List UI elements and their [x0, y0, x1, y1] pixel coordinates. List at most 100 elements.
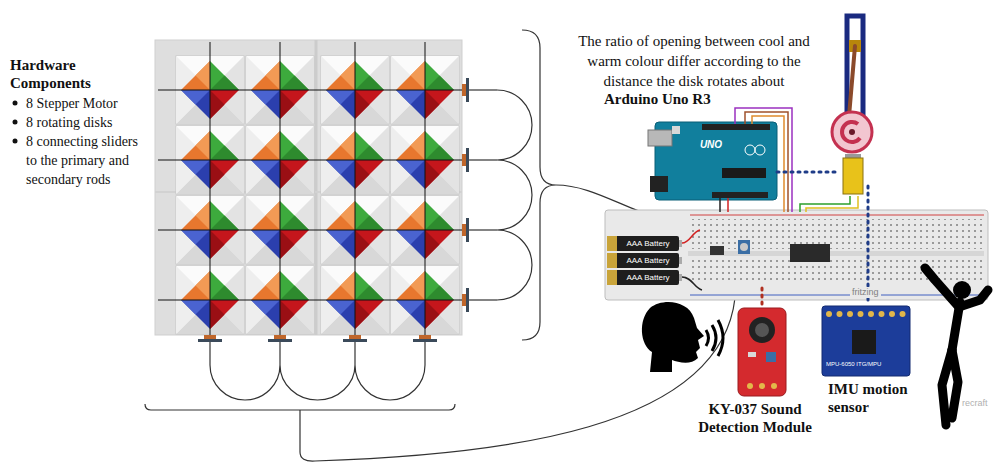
- list-item: 8 connecting sliders to the primary and …: [26, 132, 144, 189]
- imu-board: [822, 306, 910, 376]
- breadboard: [738, 240, 750, 254]
- slider: [268, 339, 292, 342]
- battery-pack: [607, 253, 617, 268]
- imu-board: [868, 311, 874, 317]
- sound-module: [748, 352, 756, 357]
- arduino-board: [648, 130, 672, 146]
- rod: [280, 42, 281, 335]
- wire: [745, 112, 788, 212]
- sound-module: [771, 383, 777, 389]
- imu-board: [837, 311, 843, 317]
- wire: [300, 298, 735, 461]
- imu-board: [852, 330, 876, 354]
- slider: [198, 335, 437, 342]
- speaking-head: [642, 302, 723, 372]
- sound-module: [755, 323, 769, 337]
- battery-pack: [679, 274, 682, 281]
- slider: [466, 78, 469, 102]
- disk-mechanism: [843, 158, 863, 194]
- arduino-board: [655, 122, 777, 200]
- disk-mechanism: [849, 129, 855, 135]
- slider: [462, 78, 469, 312]
- wire: [354, 342, 355, 365]
- battery-pack: [679, 257, 682, 264]
- slider: [466, 218, 469, 242]
- arduino-board: [712, 192, 768, 198]
- breadboard: [740, 243, 748, 251]
- wire: [469, 299, 497, 300]
- rod: [158, 42, 462, 335]
- annotation-note: The ratio of opening between cool and wa…: [563, 31, 825, 91]
- breadboard: [605, 210, 988, 300]
- signal-link: [762, 172, 868, 306]
- board-marking: UNO: [692, 139, 730, 151]
- battery-pack: [607, 270, 679, 285]
- dancer-silhouette: [952, 350, 958, 418]
- imu-board: [858, 311, 864, 317]
- sound-module: [749, 317, 775, 343]
- slider: [462, 224, 466, 236]
- arduino-board: [722, 168, 766, 178]
- sound-module: [738, 308, 786, 396]
- software-watermark: fritzing: [850, 287, 881, 298]
- rod: [158, 300, 462, 301]
- list-item: 8 rotating disks: [26, 113, 144, 132]
- dancer-silhouette: [962, 290, 988, 306]
- arduino-board: [745, 145, 755, 155]
- rod: [158, 160, 462, 161]
- wire: [469, 229, 497, 230]
- sound-module: [747, 383, 753, 389]
- battery-label: AAA Battery: [619, 271, 677, 284]
- pyramid-panel: [155, 40, 462, 335]
- board-title: Arduino Uno R3: [604, 90, 744, 108]
- dancer-silhouette: [925, 268, 958, 306]
- pyramid-panel: [155, 40, 462, 335]
- battery-pack: [607, 236, 679, 251]
- watermark: recraft: [962, 398, 988, 409]
- wire: [522, 30, 556, 340]
- battery-pack: [679, 240, 682, 247]
- arduino-board: [650, 176, 668, 192]
- dancer-silhouette: [953, 281, 971, 299]
- battery-pack: [607, 236, 617, 251]
- wire: [469, 89, 497, 90]
- breadboard: [690, 295, 984, 296]
- component-label: KY-037 Sound Detection Module: [688, 400, 822, 436]
- battery-pack: [607, 253, 679, 268]
- wire: [279, 342, 280, 365]
- wire: [735, 108, 792, 212]
- slider: [466, 148, 469, 172]
- wire: [727, 198, 729, 212]
- sound-module: [766, 352, 776, 362]
- signal-link: [761, 288, 764, 306]
- wire: [424, 342, 425, 365]
- slider: [198, 339, 222, 342]
- rod: [425, 42, 426, 335]
- arduino-board: [648, 122, 777, 200]
- slider: [462, 294, 466, 306]
- list-bullet: [13, 101, 18, 144]
- breadboard: [710, 246, 724, 255]
- disk-mechanism: [832, 112, 872, 152]
- wire: [806, 196, 858, 212]
- rod: [158, 230, 462, 231]
- list-bullet: [13, 101, 18, 106]
- breadboard: [688, 251, 984, 256]
- wire: [145, 298, 735, 461]
- dancer-silhouette: [925, 268, 988, 425]
- arduino-board: [702, 124, 770, 130]
- wire: [145, 404, 455, 410]
- chip-marking: MPU-6050 ITG/MPU: [826, 360, 906, 368]
- speaking-head: [642, 302, 704, 372]
- component-label: IMU motion sensor: [828, 380, 918, 416]
- imu-board: [822, 306, 910, 376]
- imu-board: [879, 311, 885, 317]
- slider: [419, 335, 431, 339]
- pyramid-panel: [315, 40, 318, 335]
- breadboard: [790, 244, 830, 262]
- imu-board: [889, 311, 895, 317]
- arduino-board: [672, 126, 680, 134]
- wire: [719, 198, 721, 212]
- imu-board: [900, 311, 906, 317]
- slider: [466, 288, 469, 312]
